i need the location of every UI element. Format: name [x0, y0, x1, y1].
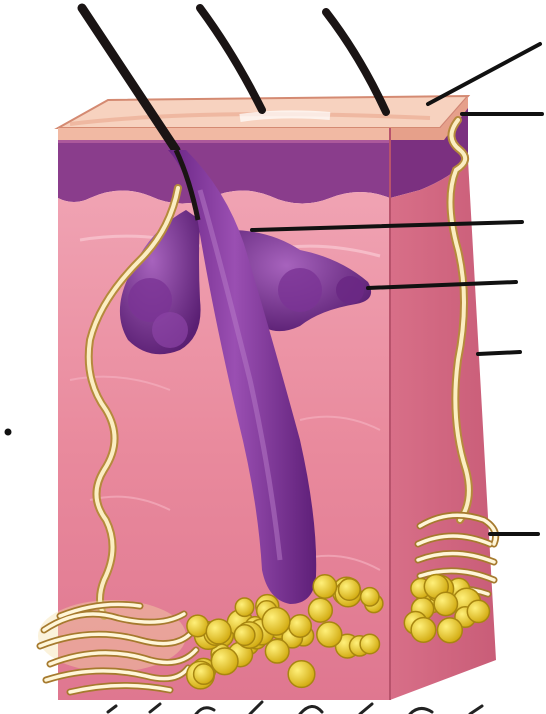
bottom-cutoff-marks [108, 702, 482, 714]
fat-cell [234, 625, 255, 646]
fat-cell [438, 618, 463, 643]
leader-line-duct [478, 352, 520, 354]
fat-cell [194, 664, 214, 684]
fat-cell [317, 622, 342, 647]
fat-cell [262, 608, 290, 636]
fat-cell [467, 600, 489, 622]
leader-line-surface [428, 44, 540, 104]
fat-cell [235, 598, 253, 616]
fat-cell [309, 598, 333, 622]
fat-cell [339, 579, 361, 601]
fat-cell [206, 619, 231, 644]
fat-cell [265, 639, 289, 663]
bullet-dot [5, 429, 12, 436]
hair-shaft-icon [200, 8, 262, 110]
fat-cell [187, 615, 209, 637]
fat-cell [288, 661, 315, 688]
fat-cell [289, 615, 311, 637]
fat-cell [360, 634, 379, 653]
fat-cell [434, 592, 457, 615]
fat-cell [411, 618, 436, 643]
fat-cell [361, 588, 379, 606]
fat-cell [313, 575, 336, 598]
fat-cell [211, 648, 238, 675]
